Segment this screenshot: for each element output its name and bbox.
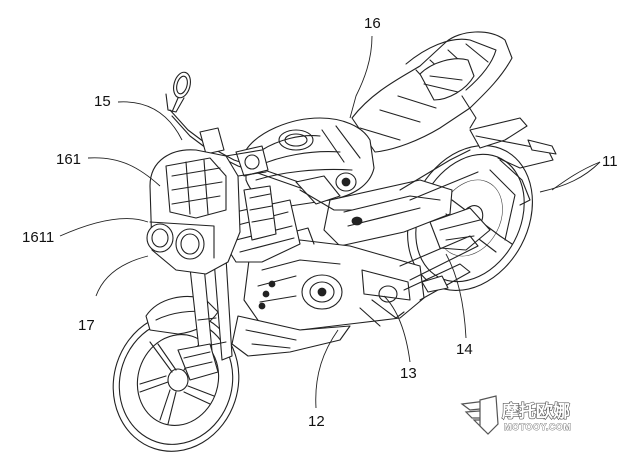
callout-12: 12 xyxy=(308,413,325,430)
fuel-tank xyxy=(245,117,375,207)
engine xyxy=(243,227,425,331)
callout-11: 11 xyxy=(602,153,618,170)
swingarm-and-exhaust xyxy=(359,235,479,327)
rear-tail-section xyxy=(469,117,557,241)
callout-17: 17 xyxy=(78,317,95,334)
mirror xyxy=(165,71,191,113)
watermark-brand-en: MOTOOY.COM xyxy=(504,422,571,432)
headlight-fairing xyxy=(146,149,267,275)
leader-lines xyxy=(59,35,601,409)
watermark: 摩托欧娜 MOTOOY.COM xyxy=(460,395,571,435)
frame-and-side-panels xyxy=(323,149,513,253)
callout-15: 15 xyxy=(94,93,111,110)
wing-shield-logo-icon xyxy=(460,395,499,435)
callout-1611: 1611 xyxy=(22,229,54,246)
front-shroud xyxy=(221,185,301,263)
callout-161: 161 xyxy=(56,151,81,168)
belly-pan xyxy=(231,315,351,357)
watermark-brand-cn: 摩托欧娜 xyxy=(502,401,570,422)
callout-14: 14 xyxy=(456,341,473,358)
front-fork-and-fender xyxy=(145,257,233,381)
seat xyxy=(351,31,513,153)
callout-13: 13 xyxy=(400,365,417,382)
callout-16: 16 xyxy=(364,15,381,32)
